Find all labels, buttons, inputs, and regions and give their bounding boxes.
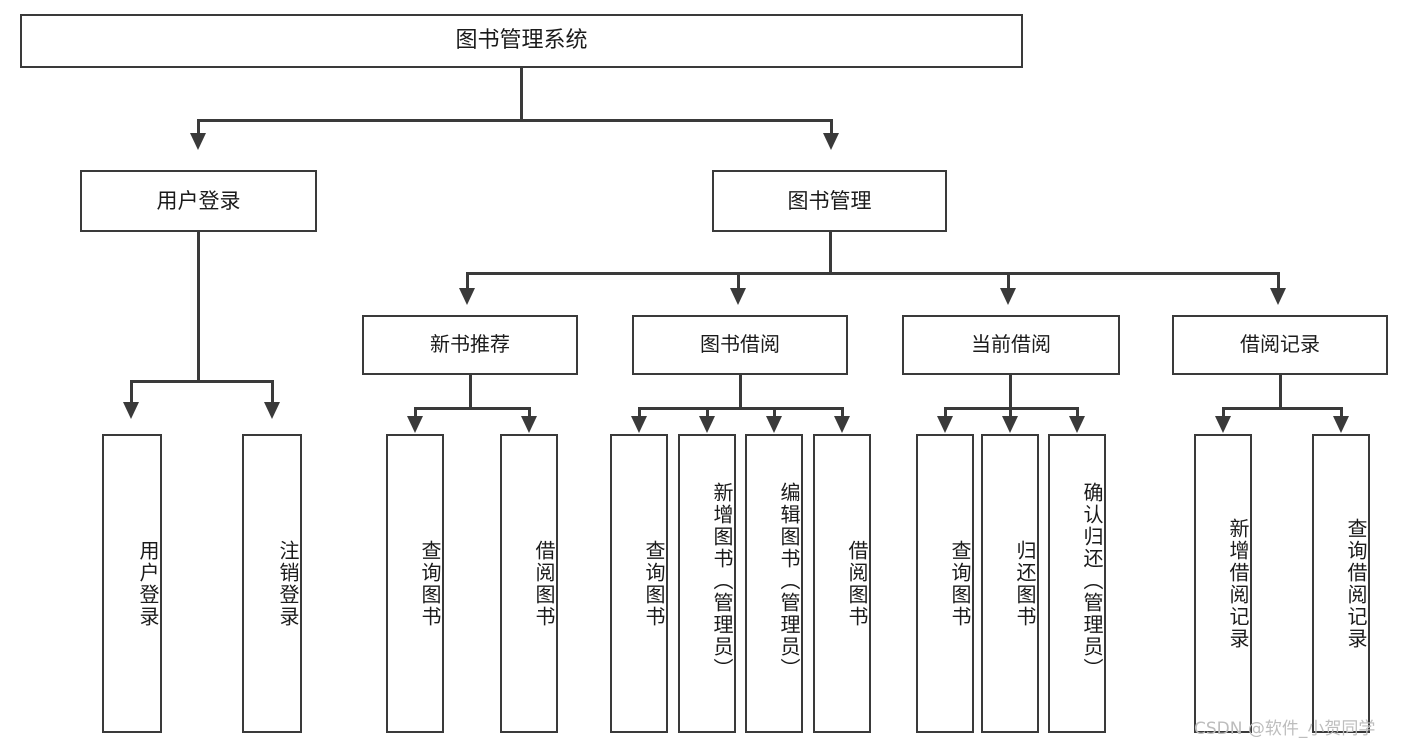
node-current-borrow[interactable]: 当前借阅 [902,315,1120,375]
connector-lvl3-drop-1 [466,272,469,290]
connector-record-bus [1222,407,1342,410]
arrow-to-user-login [190,133,206,150]
arrow-to-leaf-logout [264,402,280,419]
connector-root-drop-2 [830,119,833,135]
connector-userlogin-stem [197,232,200,382]
connector-borrow-bus [638,407,844,410]
leaf-record-add-record[interactable]: 新增借阅记录 [1194,434,1252,733]
connector-record-stem [1279,375,1282,409]
connector-recommend-drop-1 [414,407,417,419]
connector-userlogin-drop-2 [271,380,274,405]
arrow-to-leaf-user-login [123,402,139,419]
connector-borrow-drop-2 [706,407,709,419]
arrow-to-book-borrow [730,288,746,305]
leaf-borrow-add-book-admin[interactable]: 新增图书（管理员） [678,434,736,733]
connector-current-drop-3 [1076,407,1079,419]
connector-bookmanage-bus [466,272,1278,275]
arrow-to-leaf-record-1 [1215,416,1231,433]
csdn-watermark: CSDN @软件_小贺同学 [1194,719,1376,739]
leaf-user-login[interactable]: 用户登录 [102,434,162,733]
leaf-record-query-record[interactable]: 查询借阅记录 [1312,434,1370,733]
connector-current-drop-1 [944,407,947,419]
arrow-to-leaf-current-2 [1002,416,1018,433]
arrow-to-leaf-borrow-3 [766,416,782,433]
arrow-to-leaf-current-1 [937,416,953,433]
connector-borrow-drop-3 [773,407,776,419]
connector-root-stem [520,68,523,120]
leaf-borrow-edit-book-admin[interactable]: 编辑图书（管理员） [745,434,803,733]
connector-borrow-drop-4 [841,407,844,419]
leaf-current-confirm-return-admin[interactable]: 确认归还（管理员） [1048,434,1106,733]
node-book-borrow[interactable]: 图书借阅 [632,315,848,375]
node-new-book-recommend[interactable]: 新书推荐 [362,315,578,375]
arrow-to-new-book-recommend [459,288,475,305]
connector-borrow-stem [739,375,742,409]
arrow-to-book-manage [823,133,839,150]
arrow-to-leaf-recommend-2 [521,416,537,433]
arrow-to-current-borrow [1000,288,1016,305]
connector-root-bus [197,119,832,122]
leaf-current-return-book[interactable]: 归还图书 [981,434,1039,733]
leaf-borrow-borrow-book[interactable]: 借阅图书 [813,434,871,733]
connector-record-drop-1 [1222,407,1225,419]
arrow-to-leaf-borrow-1 [631,416,647,433]
arrow-to-leaf-borrow-2 [699,416,715,433]
connector-current-drop-2 [1009,407,1012,419]
connector-borrow-drop-1 [638,407,641,419]
connector-recommend-bus [414,407,530,410]
leaf-recommend-borrow-book[interactable]: 借阅图书 [500,434,558,733]
leaf-logout[interactable]: 注销登录 [242,434,302,733]
leaf-current-query-book[interactable]: 查询图书 [916,434,974,733]
node-book-manage[interactable]: 图书管理 [712,170,947,232]
arrow-to-leaf-borrow-4 [834,416,850,433]
connector-userlogin-bus [130,380,273,383]
leaf-recommend-query-book[interactable]: 查询图书 [386,434,444,733]
connector-lvl3-drop-4 [1277,272,1280,290]
arrow-to-leaf-record-2 [1333,416,1349,433]
node-root-system[interactable]: 图书管理系统 [20,14,1023,68]
connector-recommend-stem [469,375,472,409]
arrow-to-borrow-record [1270,288,1286,305]
connector-current-stem [1009,375,1012,409]
connector-lvl3-drop-3 [1007,272,1010,290]
leaf-borrow-query-book[interactable]: 查询图书 [610,434,668,733]
connector-recommend-drop-2 [528,407,531,419]
connector-bookmanage-stem [829,232,832,274]
connector-record-drop-2 [1340,407,1343,419]
connector-userlogin-drop-1 [130,380,133,405]
arrow-to-leaf-current-3 [1069,416,1085,433]
connector-root-drop-1 [197,119,200,135]
node-user-login[interactable]: 用户登录 [80,170,317,232]
connector-lvl3-drop-2 [737,272,740,290]
node-borrow-record[interactable]: 借阅记录 [1172,315,1388,375]
arrow-to-leaf-recommend-1 [407,416,423,433]
